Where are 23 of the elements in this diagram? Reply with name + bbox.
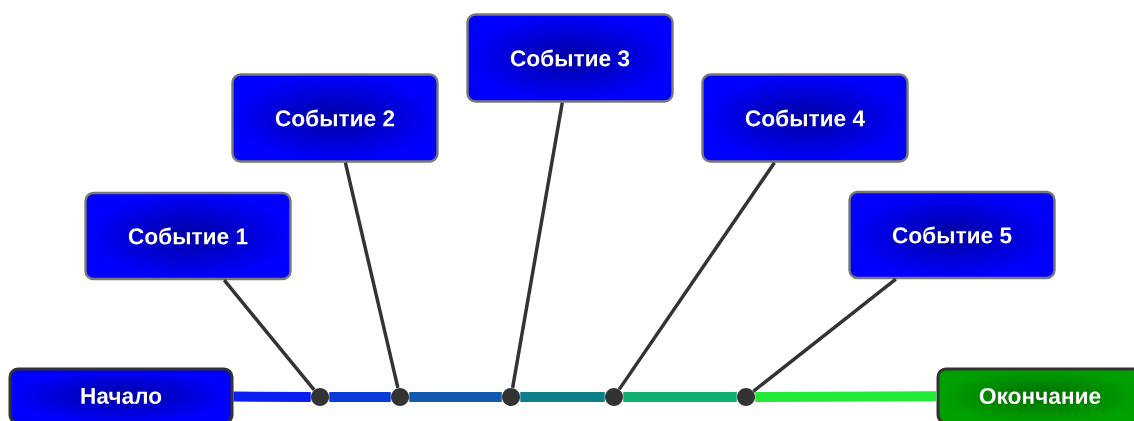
leader-line [617,161,776,391]
leader-line [752,277,897,393]
end-box: Окончание [936,367,1134,421]
timeline-dot [502,388,520,406]
timeline-dot [737,388,755,406]
event-box: Событие 3 [466,13,674,103]
timeline-bar [755,391,937,402]
leader-line [510,102,564,389]
leader-line [343,162,400,389]
timeline-dot [391,388,409,406]
timeline-bar [409,392,502,402]
timeline-dot [605,388,623,406]
timeline-bar [520,392,605,402]
event-box: Событие 5 [848,190,1056,280]
timeline-dot [311,388,329,406]
event-box: Событие 2 [231,73,439,163]
timeline-bar [623,392,737,402]
leader-line [222,279,316,391]
event-box: Событие 1 [84,191,292,281]
timeline-bar [329,392,391,402]
start-box: Начало [8,367,234,421]
event-box: Событие 4 [701,73,909,163]
timeline-bar [233,391,311,402]
